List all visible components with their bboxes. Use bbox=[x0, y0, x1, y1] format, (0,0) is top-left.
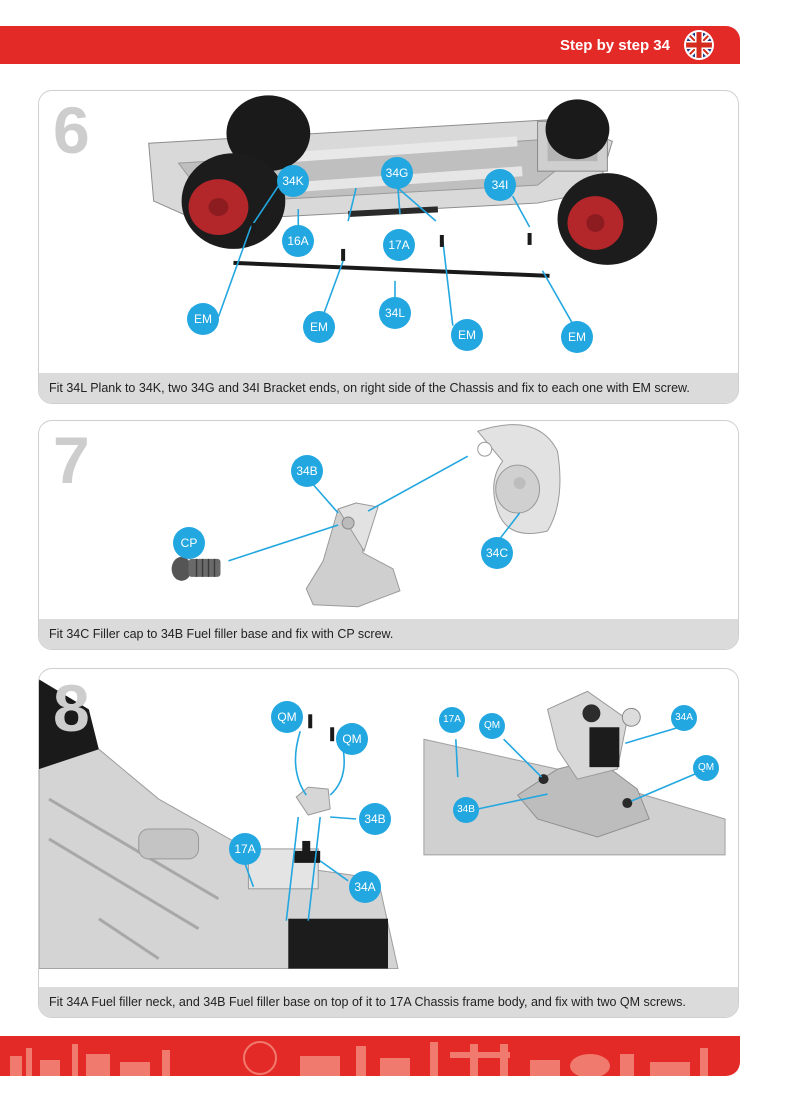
part-label: 16A bbox=[282, 225, 314, 257]
part-label: CP bbox=[173, 527, 205, 559]
part-label: 34B bbox=[359, 803, 391, 835]
part-label: 34A bbox=[349, 871, 381, 903]
part-label: QM bbox=[693, 755, 719, 781]
city-skyline-decoration bbox=[0, 1036, 740, 1076]
part-label: 17A bbox=[383, 229, 415, 261]
step-7-panel: 7 34B CP 34C Fit 34C Filler cap to 34B F… bbox=[38, 420, 739, 650]
part-label: QM bbox=[271, 701, 303, 733]
step-caption: Fit 34A Fuel filler neck, and 34B Fuel f… bbox=[39, 987, 738, 1017]
part-label: EM bbox=[303, 311, 335, 343]
part-label: 34I bbox=[484, 169, 516, 201]
part-label: 34A bbox=[671, 705, 697, 731]
step-6-panel: 6 34K 34G 34I 16A 17A 34L EM EM EM EM Fi… bbox=[38, 90, 739, 404]
part-label: EM bbox=[561, 321, 593, 353]
part-label: 34B bbox=[453, 797, 479, 823]
step-7-illustration bbox=[39, 421, 738, 621]
part-label: EM bbox=[187, 303, 219, 335]
part-label: 34K bbox=[277, 165, 309, 197]
step-number: 8 bbox=[53, 675, 90, 741]
part-label: QM bbox=[479, 713, 505, 739]
part-label: QM bbox=[336, 723, 368, 755]
header-band: Step by step 34 bbox=[0, 26, 740, 64]
step-caption: Fit 34C Filler cap to 34B Fuel filler ba… bbox=[39, 619, 738, 649]
step-number: 7 bbox=[53, 427, 90, 493]
uk-flag-icon bbox=[684, 30, 714, 60]
part-label: 17A bbox=[439, 707, 465, 733]
step-number: 6 bbox=[53, 97, 90, 163]
step-8-panel: 8 QM QM 34B 17A 34A 17A QM 34A QM 34B Fi… bbox=[38, 668, 739, 1018]
page-title: Step by step 34 bbox=[560, 37, 670, 54]
step-caption: Fit 34L Plank to 34K, two 34G and 34I Br… bbox=[39, 373, 738, 403]
part-label: EM bbox=[451, 319, 483, 351]
part-label: 34L bbox=[379, 297, 411, 329]
part-label: 34C bbox=[481, 537, 513, 569]
part-label: 34B bbox=[291, 455, 323, 487]
footer-band bbox=[0, 1036, 740, 1076]
part-label: 17A bbox=[229, 833, 261, 865]
part-label: 34G bbox=[381, 157, 413, 189]
